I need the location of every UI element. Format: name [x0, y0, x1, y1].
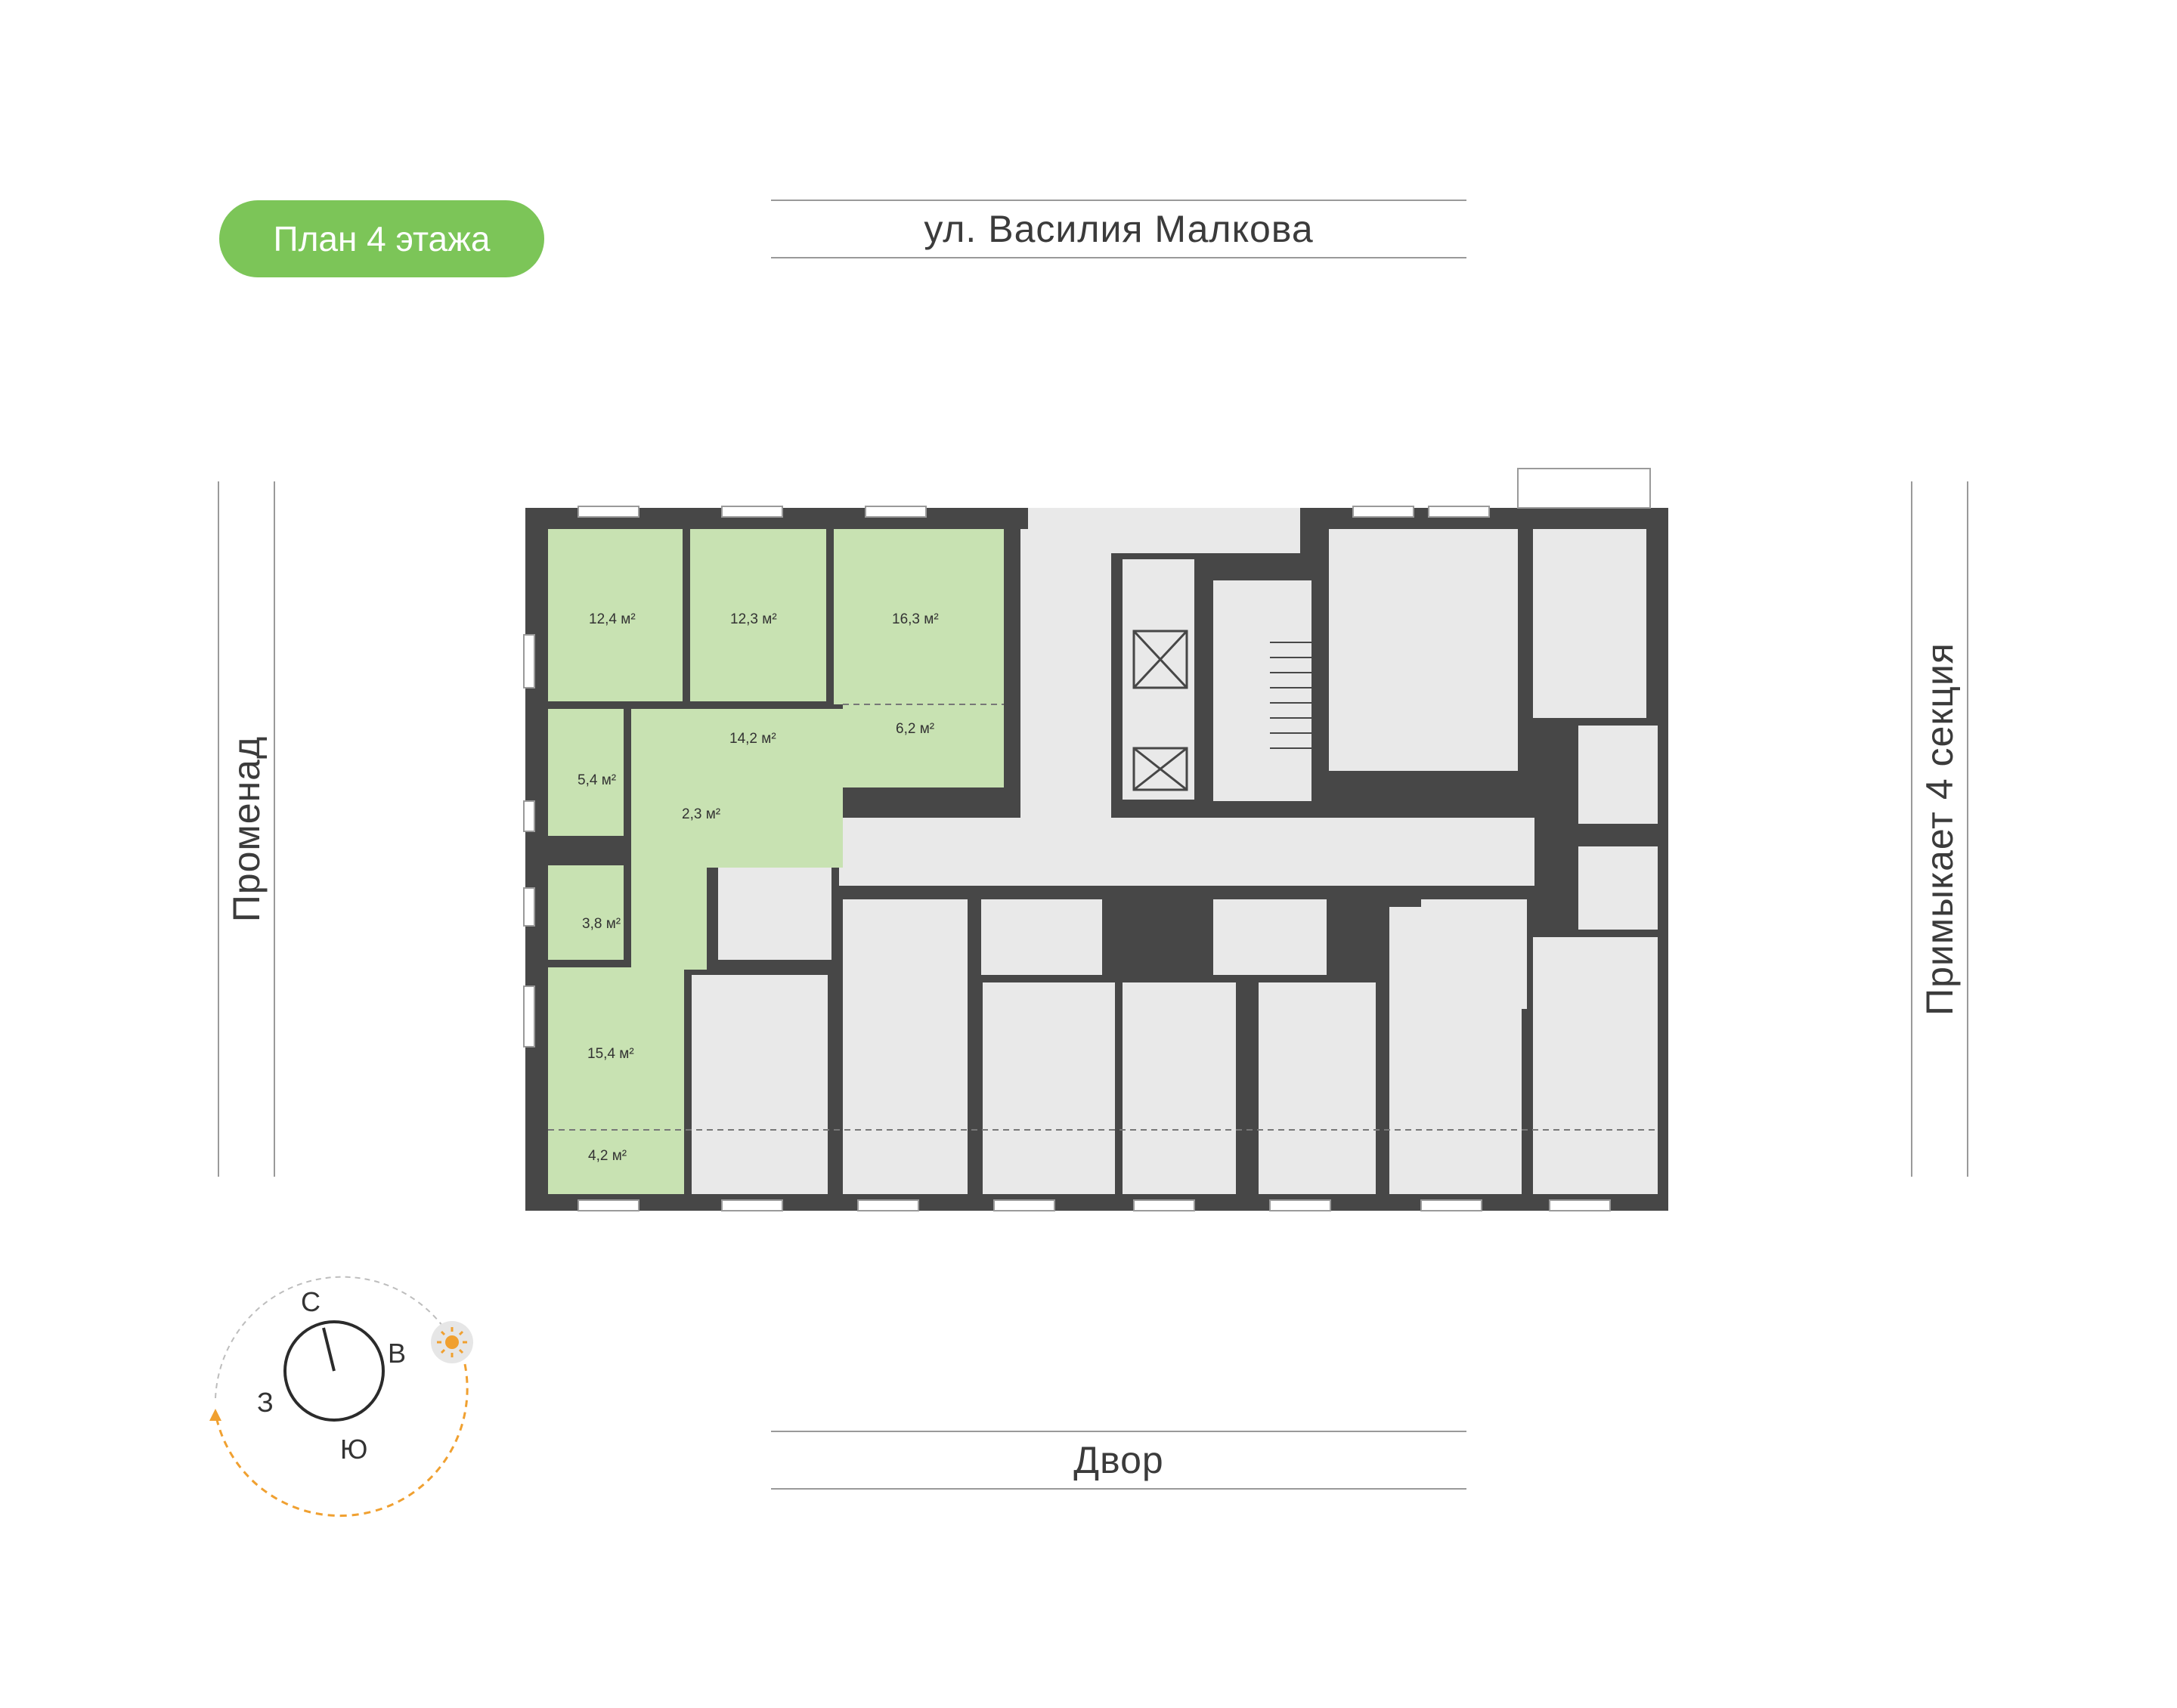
- window: [523, 634, 535, 688]
- compass-west: З: [257, 1387, 274, 1418]
- room-label-bath-1: 5,4 м²: [578, 772, 616, 788]
- room-living-area: [834, 529, 1004, 704]
- lift-hall: [1020, 529, 1111, 831]
- room-labels: 12,4 м² 12,3 м² 16,3 м² 14,2 м² 6,2 м² 5…: [578, 611, 939, 1164]
- stair-treads: [1270, 642, 1311, 749]
- compass-north: С: [301, 1286, 321, 1317]
- window: [523, 800, 535, 832]
- window: [865, 506, 927, 518]
- street-top-label: ул. Василия Малкова: [924, 208, 1314, 250]
- other-units: [692, 508, 1658, 1194]
- room-hall-area: [631, 709, 843, 868]
- balcony: [1517, 468, 1651, 509]
- window: [857, 1199, 919, 1211]
- window: [721, 506, 783, 518]
- room-label-storage: 2,3 м²: [682, 806, 720, 822]
- sun-path-arrow: [209, 1409, 221, 1421]
- room-label-bedroom-1: 12,4 м²: [589, 611, 636, 627]
- street-top: ул. Василия Малкова: [771, 200, 1466, 258]
- room-storage-area: [680, 763, 733, 854]
- room-label-bedroom-3: 15,4 м²: [587, 1046, 634, 1062]
- unit-e-bath: [1578, 726, 1658, 824]
- unit-s-h: [692, 975, 828, 1194]
- window: [1352, 506, 1414, 518]
- window: [1428, 506, 1490, 518]
- sun-path-gray: [215, 1276, 449, 1399]
- window: [523, 887, 535, 927]
- windows: [523, 506, 1611, 1211]
- building: [523, 468, 1668, 1211]
- street-bottom: Двор: [771, 1431, 1466, 1490]
- lobby: [1028, 508, 1300, 553]
- room-label-bath-2: 3,8 м²: [582, 916, 621, 932]
- compass-dial: [283, 1320, 385, 1422]
- unit-ne: [1329, 529, 1518, 771]
- unit-s-f: [843, 899, 968, 1194]
- window: [578, 506, 639, 518]
- room-bedroom-1-area: [548, 529, 683, 701]
- compass-south: Ю: [340, 1434, 367, 1465]
- room-bedroom-2-area: [690, 529, 826, 701]
- room-label-loggia: 4,2 м²: [588, 1148, 627, 1164]
- corridor: [839, 818, 1534, 886]
- lift-shaft-1: [1132, 630, 1188, 689]
- room-label-living: 16,3 м²: [892, 611, 939, 627]
- room-kitchen-area: [843, 704, 1004, 787]
- sun-icon-rays: [437, 1327, 467, 1357]
- room-bath-2-area: [548, 865, 624, 960]
- unit-se-b: [1421, 899, 1527, 1009]
- street-right: Примыкает 4 секция: [1911, 481, 1968, 1177]
- sun-icon: [431, 1321, 473, 1363]
- room-bedroom-3-area: [548, 967, 684, 1194]
- window: [523, 986, 535, 1047]
- window: [1549, 1199, 1611, 1211]
- compass: С В Ю З: [209, 1276, 473, 1518]
- floor-badge: План 4 этажа: [219, 200, 544, 277]
- compass-needle: [322, 1327, 336, 1372]
- unit-s-e: [981, 899, 1102, 975]
- unit-s-d: [983, 982, 1115, 1194]
- selected-apartment: [548, 529, 1004, 1194]
- room-label-hall: 14,2 м²: [729, 731, 776, 747]
- lift-cross: [1133, 747, 1188, 791]
- lift-cross: [1132, 630, 1188, 689]
- window: [721, 1199, 783, 1211]
- lift-shaft-2: [1132, 747, 1188, 791]
- floor-badge-label: План 4 этажа: [273, 219, 491, 258]
- room-label-kitchen: 6,2 м²: [896, 721, 934, 737]
- sun-ray: [458, 1330, 464, 1336]
- sun-ray: [458, 1348, 464, 1354]
- room-bath-1-area: [548, 709, 624, 836]
- street-left: Променад: [218, 481, 275, 1177]
- window: [1420, 1199, 1482, 1211]
- sun-path-orange: [214, 1363, 469, 1518]
- sun-ray: [440, 1348, 446, 1354]
- stair: [1213, 580, 1311, 801]
- room-label-bedroom-2: 12,3 м²: [730, 611, 777, 627]
- window: [1133, 1199, 1195, 1211]
- unit-s-b: [1213, 899, 1327, 975]
- unit-e-a: [1533, 529, 1646, 718]
- window: [578, 1199, 639, 1211]
- compass-east: В: [388, 1338, 406, 1369]
- sun-icon-core: [445, 1335, 459, 1349]
- unit-s-c: [1123, 982, 1236, 1194]
- lift-shafts: [1132, 630, 1188, 791]
- unit-s-a: [1259, 982, 1376, 1194]
- sun-ray: [440, 1330, 446, 1336]
- unit-e-room: [1533, 937, 1658, 1194]
- window: [993, 1199, 1055, 1211]
- window: [1269, 1199, 1331, 1211]
- unit-s-g: [718, 862, 831, 960]
- room-corridor-area: [631, 868, 707, 970]
- street-bottom-label: Двор: [1073, 1439, 1164, 1481]
- unit-e-bath2: [1578, 846, 1658, 930]
